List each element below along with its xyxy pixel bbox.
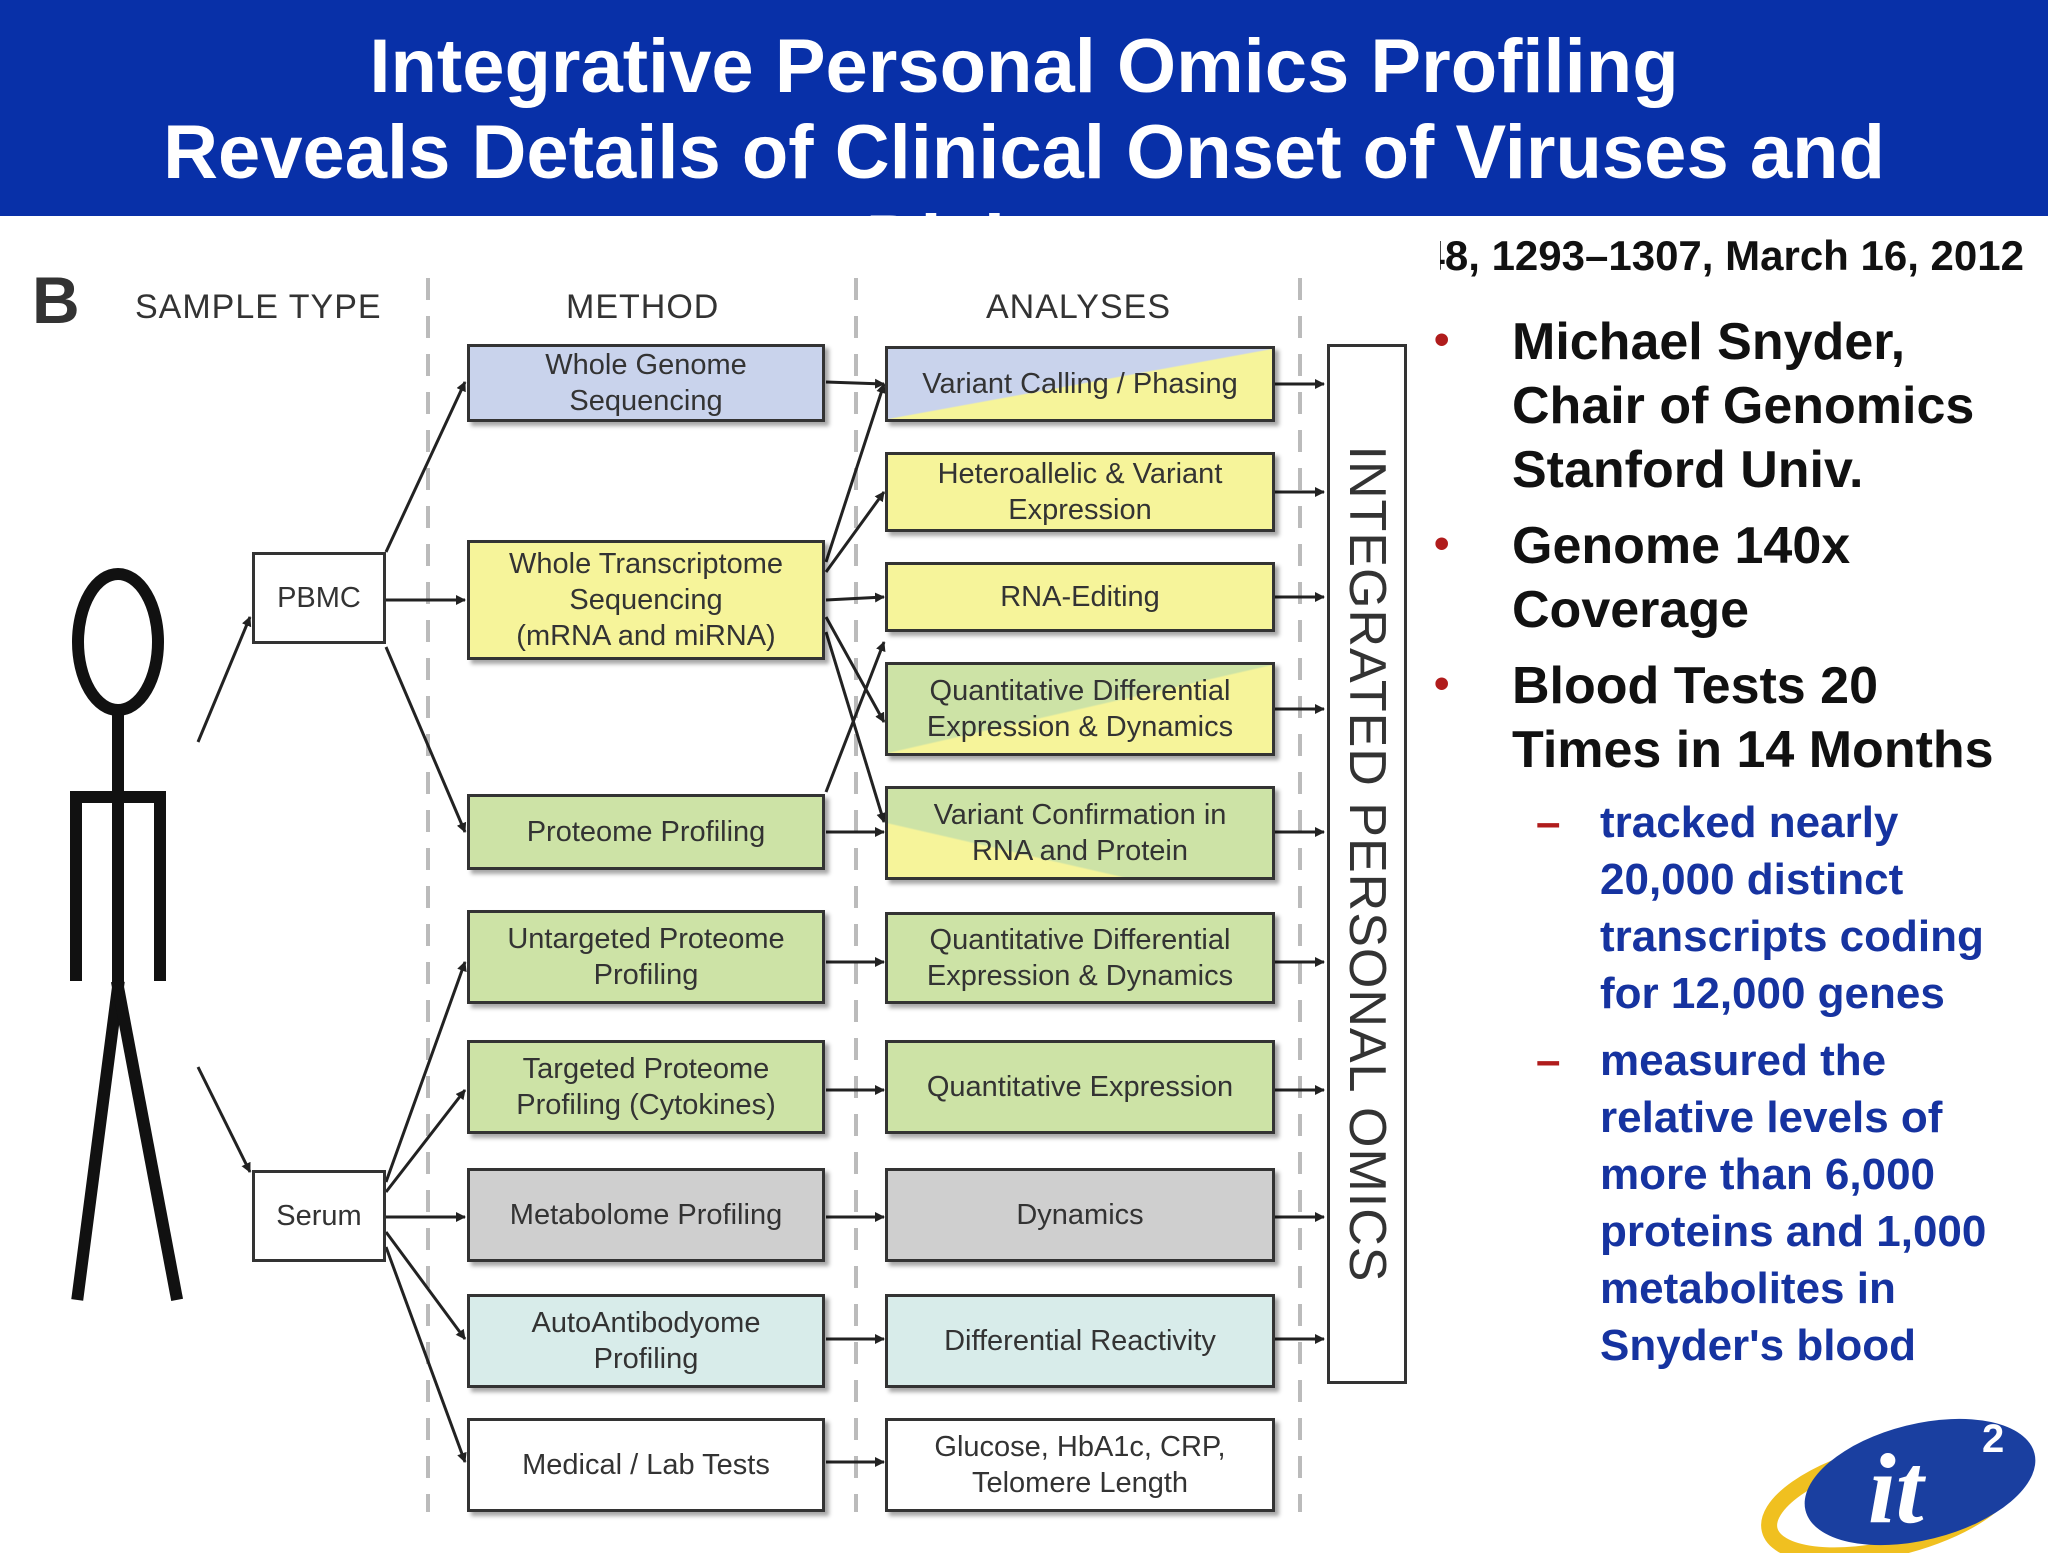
sub-bullet-item: –tracked nearly 20,000 distinct transcri…: [1428, 794, 2038, 1022]
header-sample-type: SAMPLE TYPE: [135, 288, 382, 326]
logo-text: it: [1868, 1433, 1927, 1544]
title-banner: Integrative Personal Omics Profiling Rev…: [0, 0, 2048, 285]
method-targeted-proteome: Targeted Proteome Profiling (Cytokines): [467, 1040, 825, 1134]
sample-pbmc: PBMC: [252, 552, 386, 644]
sub-bullet-marker: –: [1536, 1036, 1561, 1085]
analysis-quantitative-differential-1: Quantitative Differential Expression & D…: [885, 662, 1275, 756]
analysis-variant-confirmation: Variant Confirmation in RNA and Protein: [885, 786, 1275, 880]
method-proteome-profiling: Proteome Profiling: [467, 794, 825, 870]
header-method: METHOD: [566, 288, 720, 326]
bullet-marker: •: [1434, 315, 1450, 364]
header-analyses: ANALYSES: [986, 288, 1172, 326]
arrows: [196, 378, 1325, 1467]
panel-letter: B: [32, 263, 80, 337]
column-dividers: [426, 278, 1302, 1512]
logo-superscript: 2: [1982, 1417, 2004, 1461]
bullet-item: •Blood Tests 20 Times in 14 Months: [1428, 654, 2038, 782]
analysis-dynamics: Dynamics: [885, 1168, 1275, 1262]
omics-diagram: B SAMPLE TYPE METHOD ANALYSES PBMC Serum…: [0, 222, 1440, 1552]
bullet-list: •Michael Snyder, Chair of Genomics Stanf…: [1428, 310, 2038, 1384]
title-line-1: Integrative Personal Omics Profiling: [369, 24, 1679, 109]
sample-serum: Serum: [252, 1170, 386, 1262]
bullet-marker: •: [1434, 659, 1450, 708]
integrated-personal-omics: INTEGRATED PERSONAL OMICS: [1327, 344, 1407, 1384]
method-untargeted-proteome: Untargeted Proteome Profiling: [467, 910, 825, 1004]
analysis-quantitative-expression: Quantitative Expression: [885, 1040, 1275, 1134]
method-autoantibodyome: AutoAntibodyome Profiling: [467, 1294, 825, 1388]
bullet-item: •Genome 140x Coverage: [1428, 514, 2038, 642]
analysis-clinical-markers: Glucose, HbA1c, CRP, Telomere Length: [885, 1418, 1275, 1512]
sub-bullet-marker: –: [1536, 798, 1561, 847]
bullet-marker: •: [1434, 519, 1450, 568]
analysis-heteroallelic: Heteroallelic & Variant Expression: [885, 452, 1275, 532]
method-whole-transcriptome-sequencing: Whole Transcriptome Sequencing (mRNA and…: [467, 540, 825, 660]
diagram-connectors: [70, 278, 1325, 1512]
method-whole-genome-sequencing: Whole Genome Sequencing: [467, 344, 825, 422]
method-metabolome-profiling: Metabolome Profiling: [467, 1168, 825, 1262]
person-figure: [70, 568, 184, 1302]
method-medical-lab-tests: Medical / Lab Tests: [467, 1418, 825, 1512]
it2-logo: it 2: [1750, 1400, 2048, 1558]
analysis-variant-calling: Variant Calling / Phasing: [885, 346, 1275, 422]
analysis-differential-reactivity: Differential Reactivity: [885, 1294, 1275, 1388]
analysis-quantitative-differential-2: Quantitative Differential Expression & D…: [885, 912, 1275, 1004]
sub-bullet-item: –measured the relative levels of more th…: [1428, 1032, 2038, 1374]
bullet-item: •Michael Snyder, Chair of Genomics Stanf…: [1428, 310, 2038, 502]
analysis-rna-editing: RNA-Editing: [885, 562, 1275, 632]
